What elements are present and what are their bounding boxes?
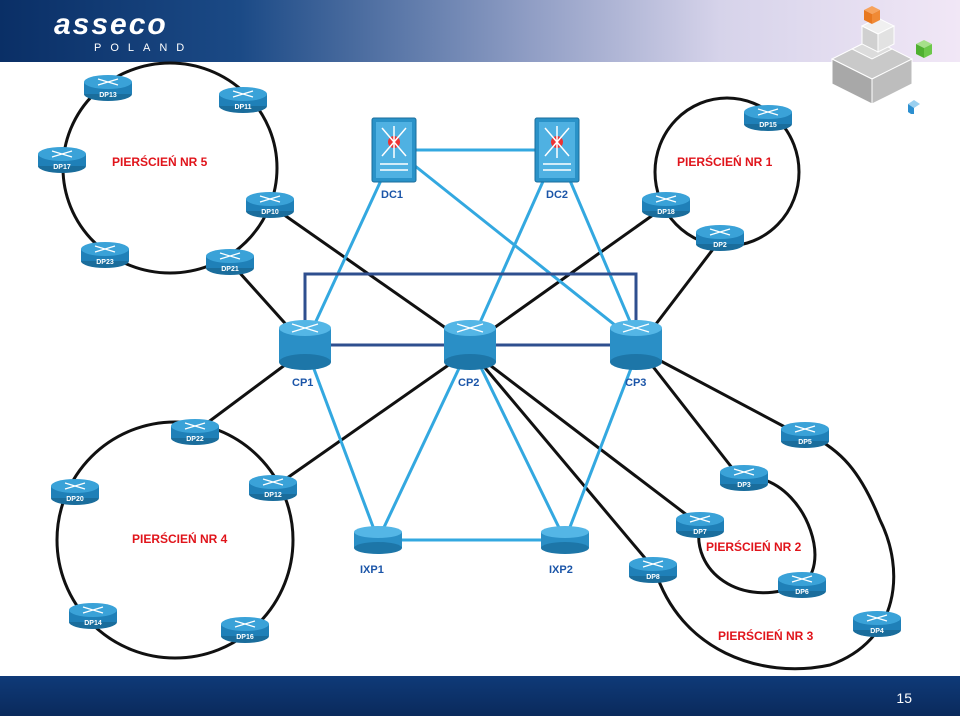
ring-3-label: PIERŚCIEŃ NR 3 [718, 628, 814, 643]
ring-4-loop [55, 420, 295, 660]
ring-2-label: PIERŚCIEŃ NR 2 [706, 539, 802, 554]
dp5-router: DP5 [781, 422, 829, 448]
ring-5-label: PIERŚCIEŃ NR 5 [112, 154, 208, 169]
cp2-label: CP2 [458, 377, 479, 389]
dp8-label: DP8 [646, 574, 660, 581]
dp2-router: DP2 [696, 225, 744, 251]
dp12-router: DP12 [249, 475, 297, 501]
dc1-switch [371, 117, 417, 183]
dp15-router: DP15 [744, 105, 792, 131]
ixp1-label: IXP1 [360, 564, 384, 576]
dp3-router: DP3 [720, 465, 768, 491]
dp10-router: DP10 [246, 192, 294, 218]
page-number: 15 [896, 690, 912, 706]
dp21-router: DP21 [206, 249, 254, 275]
dp5-label: DP5 [798, 439, 812, 446]
dp14-router: DP14 [69, 603, 117, 629]
ixp2-router [541, 526, 589, 554]
dp6-label: DP6 [795, 589, 809, 596]
dp17-router: DP17 [38, 147, 86, 173]
dp13-label: DP13 [99, 92, 117, 99]
ring-4-label: PIERŚCIEŃ NR 4 [132, 531, 228, 546]
dp2-label: DP2 [713, 242, 727, 249]
logo-text: asseco [54, 8, 168, 41]
asseco-logo: asseco POLAND [54, 8, 194, 55]
dp22-router: DP22 [171, 419, 219, 445]
cp1-label: CP1 [292, 377, 313, 389]
cube-logo-icon [830, 6, 932, 114]
cp3-router [610, 320, 662, 370]
slide-footer: 15 [0, 676, 960, 716]
ring-1-label: PIERŚCIEŃ NR 1 [677, 154, 773, 169]
dp18-label: DP18 [657, 209, 675, 216]
cp1-router [279, 320, 331, 370]
cp3-label: CP3 [625, 377, 646, 389]
dp4-label: DP4 [870, 628, 884, 635]
dp21-label: DP21 [221, 266, 239, 273]
ixp1-router [354, 526, 402, 554]
dp20-label: DP20 [66, 496, 84, 503]
dc2-switch [534, 117, 580, 183]
dp11-router: DP11 [219, 87, 267, 113]
dp7-router: DP7 [676, 512, 724, 538]
slide-header: asseco POLAND [0, 0, 960, 62]
dp14-label: DP14 [84, 620, 102, 627]
dp22-label: DP22 [186, 436, 204, 443]
logo-subtext: POLAND [94, 42, 194, 54]
dp23-router: DP23 [81, 242, 129, 268]
dp11-label: DP11 [234, 104, 251, 111]
dc2-label: DC2 [546, 189, 568, 201]
cp2-router [444, 320, 496, 370]
dp4-router: DP4 [853, 611, 901, 637]
dp10-label: DP10 [261, 209, 279, 216]
dp20-router: DP20 [51, 479, 99, 505]
dp6-router: DP6 [778, 572, 826, 598]
dc1-label: DC1 [381, 189, 403, 201]
dp12-label: DP12 [264, 492, 282, 499]
dp8-router: DP8 [629, 557, 677, 583]
ixp2-label: IXP2 [549, 564, 573, 576]
dp13-router: DP13 [84, 75, 132, 101]
dp7-label: DP7 [693, 529, 707, 536]
dp16-router: DP16 [221, 617, 269, 643]
dp16-label: DP16 [236, 634, 254, 641]
dp18-router: DP18 [642, 192, 690, 218]
dp15-label: DP15 [759, 122, 777, 129]
dp23-label: DP23 [96, 259, 114, 266]
dp17-label: DP17 [53, 164, 71, 171]
dp3-label: DP3 [737, 482, 751, 489]
